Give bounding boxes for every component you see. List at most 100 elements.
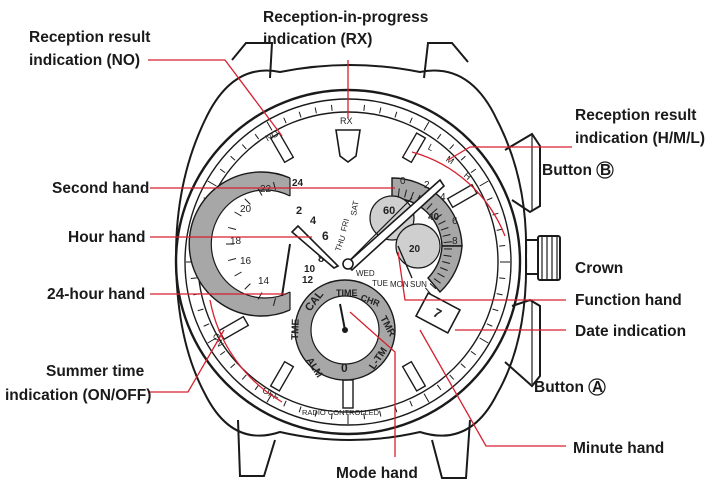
hour-scale-2: 2: [296, 205, 302, 217]
bezel-tick: [409, 117, 413, 124]
bezel-tick: [499, 244, 506, 247]
bezel-tick: [394, 111, 398, 118]
sub-dial-24h: 24 22 20 18 16 14: [188, 171, 304, 317]
sec-label-20: 20: [409, 244, 421, 255]
sub24-tick: [234, 271, 242, 277]
hml-m: M: [444, 154, 456, 166]
sec-tick: [397, 188, 400, 197]
bezel-tick: [460, 155, 466, 161]
bezel-tick: [436, 384, 442, 391]
callout-button-b: Button: [542, 162, 592, 179]
button-a-pusher[interactable]: [504, 298, 541, 388]
bezel-tick: [254, 384, 260, 391]
leader-minute: [419, 329, 566, 447]
sec-tick: [425, 287, 431, 295]
hour-marker: [401, 360, 427, 392]
bezel-tick: [486, 197, 493, 201]
sec-tick-4: 4: [440, 192, 446, 203]
sec-tick-0: 0: [400, 176, 406, 187]
sec-tick-2: 2: [424, 180, 430, 191]
crown-knob[interactable]: [525, 235, 561, 281]
callout-rx-line1: Reception-in-progress: [263, 9, 428, 26]
callout-hour-hand: Hour hand: [68, 229, 146, 246]
radio-controlled-print: RADIO CONTROLLED: [302, 408, 380, 417]
hml-l: L: [426, 142, 435, 153]
bezel-tick: [492, 308, 499, 312]
leader-no: [148, 59, 283, 137]
bezel-tick: [283, 400, 287, 407]
bezel-tick: [314, 410, 317, 417]
bezel-tick: [230, 155, 236, 161]
sec-tick: [433, 278, 441, 284]
sec-tick: [434, 214, 443, 220]
mode-zero: 0: [341, 361, 348, 375]
hour-scale-12: 12: [302, 275, 314, 286]
callout-rx-line2: indication (RX): [263, 31, 372, 48]
callout-summer-line2: indication (ON/OFF): [5, 387, 151, 404]
mode-pin: [342, 327, 348, 333]
bezel-tick: [219, 168, 226, 174]
bezel-tick: [363, 413, 366, 420]
day-sun: SUN: [410, 280, 427, 289]
bezel-tick: [479, 180, 489, 187]
sec-tick: [440, 267, 448, 271]
bezel-tick: [423, 121, 430, 131]
hour-marker: [269, 132, 295, 164]
bezel-tick: [330, 104, 333, 111]
leader-hml-arc: [411, 151, 506, 237]
day-mon: MON: [390, 280, 409, 289]
bezel-tick: [496, 293, 503, 296]
hour-scale: 2 4 6 8 10 12: [296, 205, 329, 286]
sec-tick-6: 6: [452, 216, 458, 227]
sub24-tick: [244, 198, 251, 205]
dial-rx-mark: RX: [340, 116, 353, 126]
bezel-tick: [207, 180, 217, 187]
day-thu: THU: [333, 234, 347, 253]
sec-tick: [404, 189, 408, 198]
callout-hml-line2: indication (H/M/L): [575, 130, 705, 147]
day-fri: FRI: [339, 218, 351, 233]
bezel-tick: [298, 406, 302, 413]
bezel-tick: [207, 337, 217, 344]
sec-tick: [440, 227, 449, 231]
second-hand-shape: [347, 197, 413, 263]
bezel-tick: [219, 350, 226, 356]
sec-tick: [437, 272, 445, 278]
bezel-tick: [190, 277, 197, 280]
sub24-label-24: 24: [292, 178, 304, 189]
leader-lines: [148, 59, 572, 457]
button-a-symbol-circle: [588, 378, 606, 396]
sec-tick: [443, 241, 452, 244]
function-hand-shape: [397, 245, 413, 279]
sec-tick: [429, 283, 437, 290]
sub24-label-16: 16: [240, 256, 252, 267]
hour-scale-10: 10: [304, 264, 316, 275]
leader-hml: [447, 146, 572, 161]
bezel-tick: [379, 410, 382, 417]
bezel-tick: [230, 363, 236, 369]
mode-hand-shape: [339, 303, 346, 331]
bezel-tick: [492, 212, 499, 216]
sec-tick: [443, 254, 452, 257]
mode-tme: TME: [290, 318, 302, 340]
date-window: 7: [414, 291, 462, 335]
leader-summer: [150, 329, 225, 393]
leader-function: [397, 251, 566, 301]
hour-scale-8: 8: [318, 253, 324, 265]
callout-crown: Crown: [575, 260, 623, 277]
sec-tick: [442, 260, 451, 265]
hour-hand-shape: [290, 224, 340, 269]
callout-function-hand: Function hand: [575, 292, 682, 309]
callout-date-indication: Date indication: [575, 323, 686, 340]
button-b-symbol-circle: [596, 161, 614, 179]
day-sat: SAT: [349, 200, 360, 216]
hour24-hand-shape: [281, 243, 291, 297]
hour-marker: [401, 132, 427, 164]
bezel-tick: [436, 133, 442, 140]
bezel-tick: [203, 323, 210, 327]
callout-24h-hand: 24-hour hand: [47, 286, 145, 303]
bezel-tick: [241, 374, 247, 380]
hour-marker: [218, 315, 250, 341]
callout-no-line2: indication (NO): [29, 52, 140, 69]
bezel-tick: [298, 111, 302, 118]
